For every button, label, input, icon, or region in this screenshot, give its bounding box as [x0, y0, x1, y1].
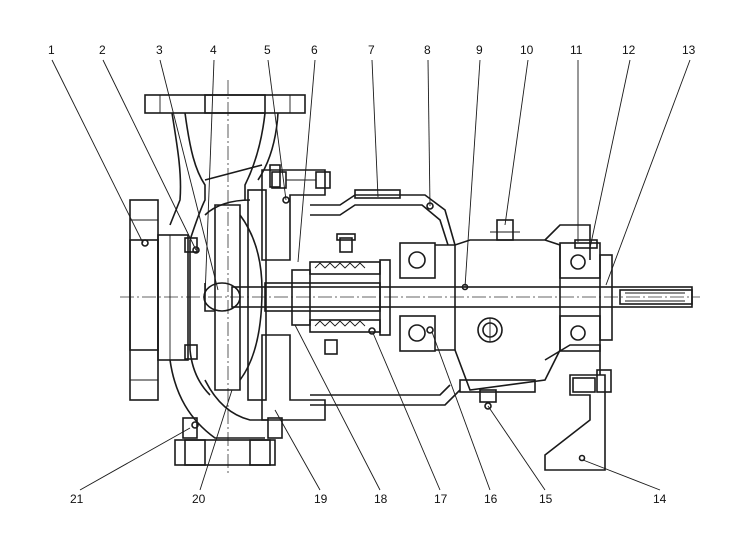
leader-lines-top: [51, 59, 691, 298]
callout-13: 13: [682, 43, 696, 57]
casing-foot: [174, 417, 283, 466]
callout-9: 9: [476, 43, 483, 57]
suction-flange: [129, 199, 189, 401]
callout-6: 6: [311, 43, 318, 57]
callout-3: 3: [156, 43, 163, 57]
wear-ring: [184, 237, 200, 360]
callout-2: 2: [99, 43, 106, 57]
bearing-frame: [310, 189, 461, 406]
callout-14: 14: [653, 492, 667, 506]
cover-bolt: [271, 171, 331, 189]
impeller: [203, 204, 263, 391]
leader-lines-bottom: [79, 324, 661, 491]
callout-7: 7: [368, 43, 375, 57]
front-bearing: [399, 242, 436, 352]
drain-plug: [479, 389, 497, 410]
callout-18: 18: [374, 492, 388, 506]
vent-plug: [490, 219, 520, 241]
callout-5: 5: [264, 43, 271, 57]
callout-10: 10: [520, 43, 534, 57]
support-foot: [544, 369, 612, 471]
bearing-housing: [435, 224, 601, 393]
callout-20: 20: [192, 492, 206, 506]
callout-21: 21: [70, 492, 84, 506]
callout-19: 19: [314, 492, 328, 506]
oil-sight-glass: [477, 317, 503, 343]
callout-12: 12: [622, 43, 636, 57]
callout-11: 11: [570, 43, 583, 57]
rear-bearing: [559, 239, 601, 352]
callout-1: 1: [48, 43, 55, 57]
callout-16: 16: [484, 492, 498, 506]
callout-17: 17: [434, 492, 448, 506]
callout-8: 8: [424, 43, 431, 57]
discharge-flange: [144, 94, 306, 114]
casing-cover: [247, 164, 326, 421]
callout-15: 15: [539, 492, 553, 506]
mechanical-seal: [291, 233, 391, 355]
callout-4: 4: [210, 43, 217, 57]
bearing-end-cover: [599, 254, 613, 341]
